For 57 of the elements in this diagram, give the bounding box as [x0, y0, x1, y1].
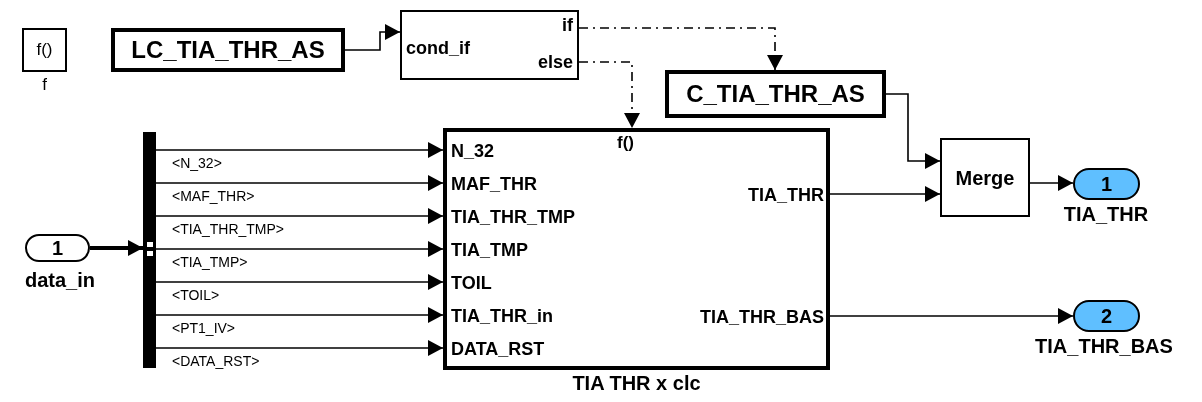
signal-label: <DATA_RST>	[172, 354, 260, 368]
signal-arrow	[578, 27, 783, 71]
outport-block	[1073, 300, 1140, 332]
constant-block	[111, 28, 345, 72]
block-name: TIA_THR_BAS	[1034, 336, 1174, 356]
port-label: MAF_THR	[451, 175, 537, 193]
signal-arrow	[155, 175, 444, 191]
trigger-port-label: f()	[617, 134, 634, 151]
inport-block	[25, 234, 90, 262]
block-label: 1	[1099, 172, 1114, 197]
port-label: TIA_THR	[748, 186, 824, 204]
port-label: TOIL	[451, 274, 492, 292]
block-label: cond_if	[406, 37, 470, 60]
signal-arrow	[344, 24, 401, 51]
block-name: data_in	[24, 270, 96, 290]
signal-arrow	[155, 208, 444, 224]
port-label: else	[537, 53, 573, 71]
block-name: TIA_THR	[1062, 204, 1150, 224]
signal-label: <PT1_IV>	[172, 321, 236, 335]
outport-block	[1073, 168, 1140, 200]
block-label: LC_TIA_THR_AS	[130, 35, 326, 65]
signal-arrow	[829, 186, 941, 202]
port-label: DATA_RST	[451, 340, 545, 358]
signal-arrow	[1029, 175, 1074, 191]
signal-arrow	[155, 241, 444, 257]
signal-label: <MAF_THR>	[172, 189, 255, 203]
port-label: TIA_THR_TMP	[451, 208, 575, 226]
port-label: TIA_THR_in	[451, 307, 553, 325]
signal-label: <TOIL>	[172, 288, 220, 302]
signal-arrow	[155, 274, 444, 290]
signal-label: <TIA_THR_TMP>	[172, 222, 285, 236]
signal-arrow	[155, 142, 444, 158]
if-block	[400, 10, 579, 80]
constant-block	[665, 70, 886, 118]
signal-arrow	[155, 340, 444, 356]
signal-label: <TIA_TMP>	[172, 255, 248, 269]
merge-block	[940, 138, 1030, 217]
block-label: Merge	[954, 165, 1016, 191]
port-label: N_32	[451, 142, 495, 160]
subsystem-block	[443, 128, 830, 370]
signal-label: <N_32>	[172, 156, 222, 170]
signal-arrow	[829, 308, 1074, 324]
block-label: 2	[1099, 304, 1114, 329]
signal-arrow	[885, 93, 941, 169]
function-block	[22, 28, 67, 72]
port-label: TIA_TMP	[451, 241, 528, 259]
bus-selector-bar	[143, 132, 156, 368]
block-label: 1	[50, 236, 65, 260]
signal-arrow	[578, 61, 640, 129]
block-label: C_TIA_THR_AS	[685, 79, 866, 109]
signal-arrow	[155, 307, 444, 323]
block-name: f	[41, 76, 48, 93]
port-label: TIA_THR_BAS	[700, 308, 824, 326]
block-label: f()	[35, 39, 54, 62]
port-label: if	[562, 16, 573, 34]
block-name: TIA THR x clc	[571, 373, 702, 393]
bus-arrow	[90, 240, 143, 256]
